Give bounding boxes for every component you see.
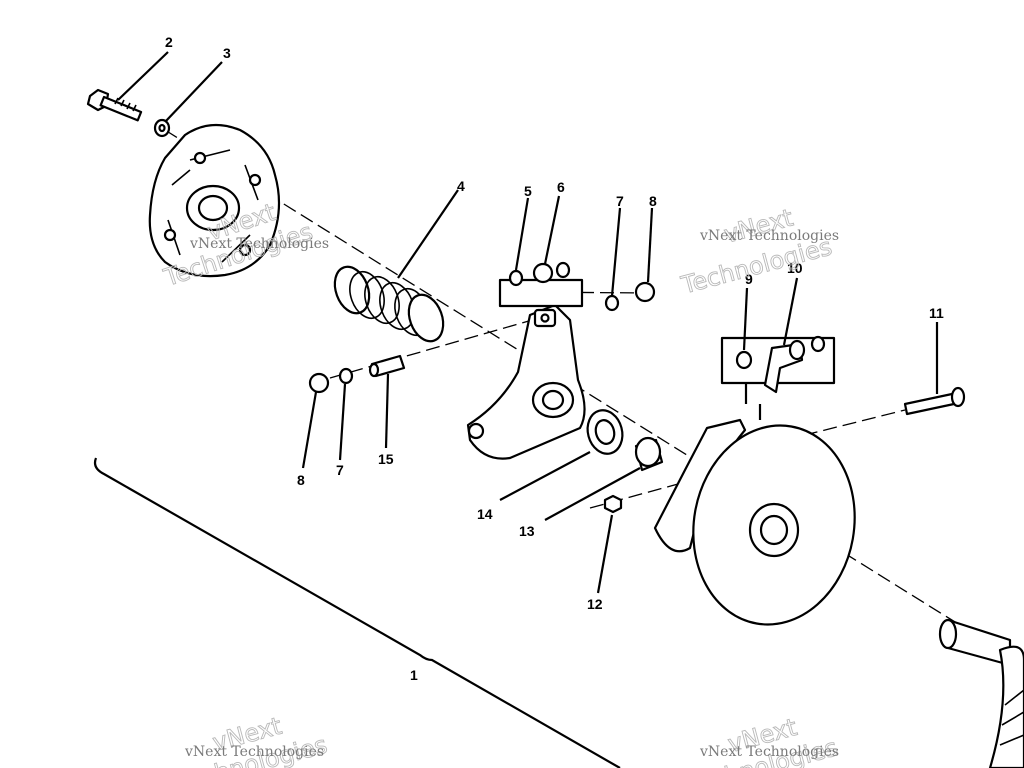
callout-11: 11	[929, 305, 944, 321]
assembly-bracket	[93, 457, 621, 768]
callout-2: 2	[165, 34, 173, 50]
cover-plate-part	[148, 123, 281, 278]
callout-9: 9	[745, 271, 753, 287]
callout-3: 3	[223, 45, 231, 61]
washer-part	[153, 118, 171, 138]
callout-13: 13	[519, 523, 535, 539]
callout-7-upper: 7	[616, 193, 624, 209]
callout-8-lower: 8	[297, 472, 305, 488]
weight-pin-parts	[508, 261, 656, 312]
callout-6: 6	[557, 179, 565, 195]
roller-parts	[720, 335, 836, 420]
pin-part	[903, 386, 966, 416]
callout-14: 14	[477, 506, 493, 522]
sheave-part	[653, 418, 856, 626]
callout-12: 12	[587, 596, 603, 612]
watermark-top-right-small: vNext Technologies	[699, 228, 839, 244]
bolt-part	[86, 88, 143, 122]
shaft-part	[938, 618, 1024, 768]
callout-10: 10	[787, 260, 803, 276]
nut-part	[603, 494, 623, 514]
spider-bracket-part	[466, 278, 586, 460]
watermark-bottom-left-small: vNext Technologies	[184, 744, 324, 760]
callout-15: 15	[378, 451, 394, 467]
callout-7-lower: 7	[336, 462, 344, 478]
callout-5: 5	[524, 183, 532, 199]
callout-labels: 1 2 3 4 5 6 7 8 9 10 11 8 7 15 14 13 12	[165, 34, 944, 683]
callout-4: 4	[457, 178, 465, 194]
spring-pin-parts	[308, 354, 406, 394]
watermark-bottom-right-small: vNext Technologies	[699, 744, 839, 760]
watermark-top-left-small: vNext Technologies	[189, 236, 329, 252]
callout-8-upper: 8	[649, 193, 657, 209]
leader-lines	[117, 51, 939, 594]
callout-1: 1	[410, 667, 418, 683]
spring-part	[333, 265, 445, 343]
bushing-parts	[586, 409, 664, 472]
